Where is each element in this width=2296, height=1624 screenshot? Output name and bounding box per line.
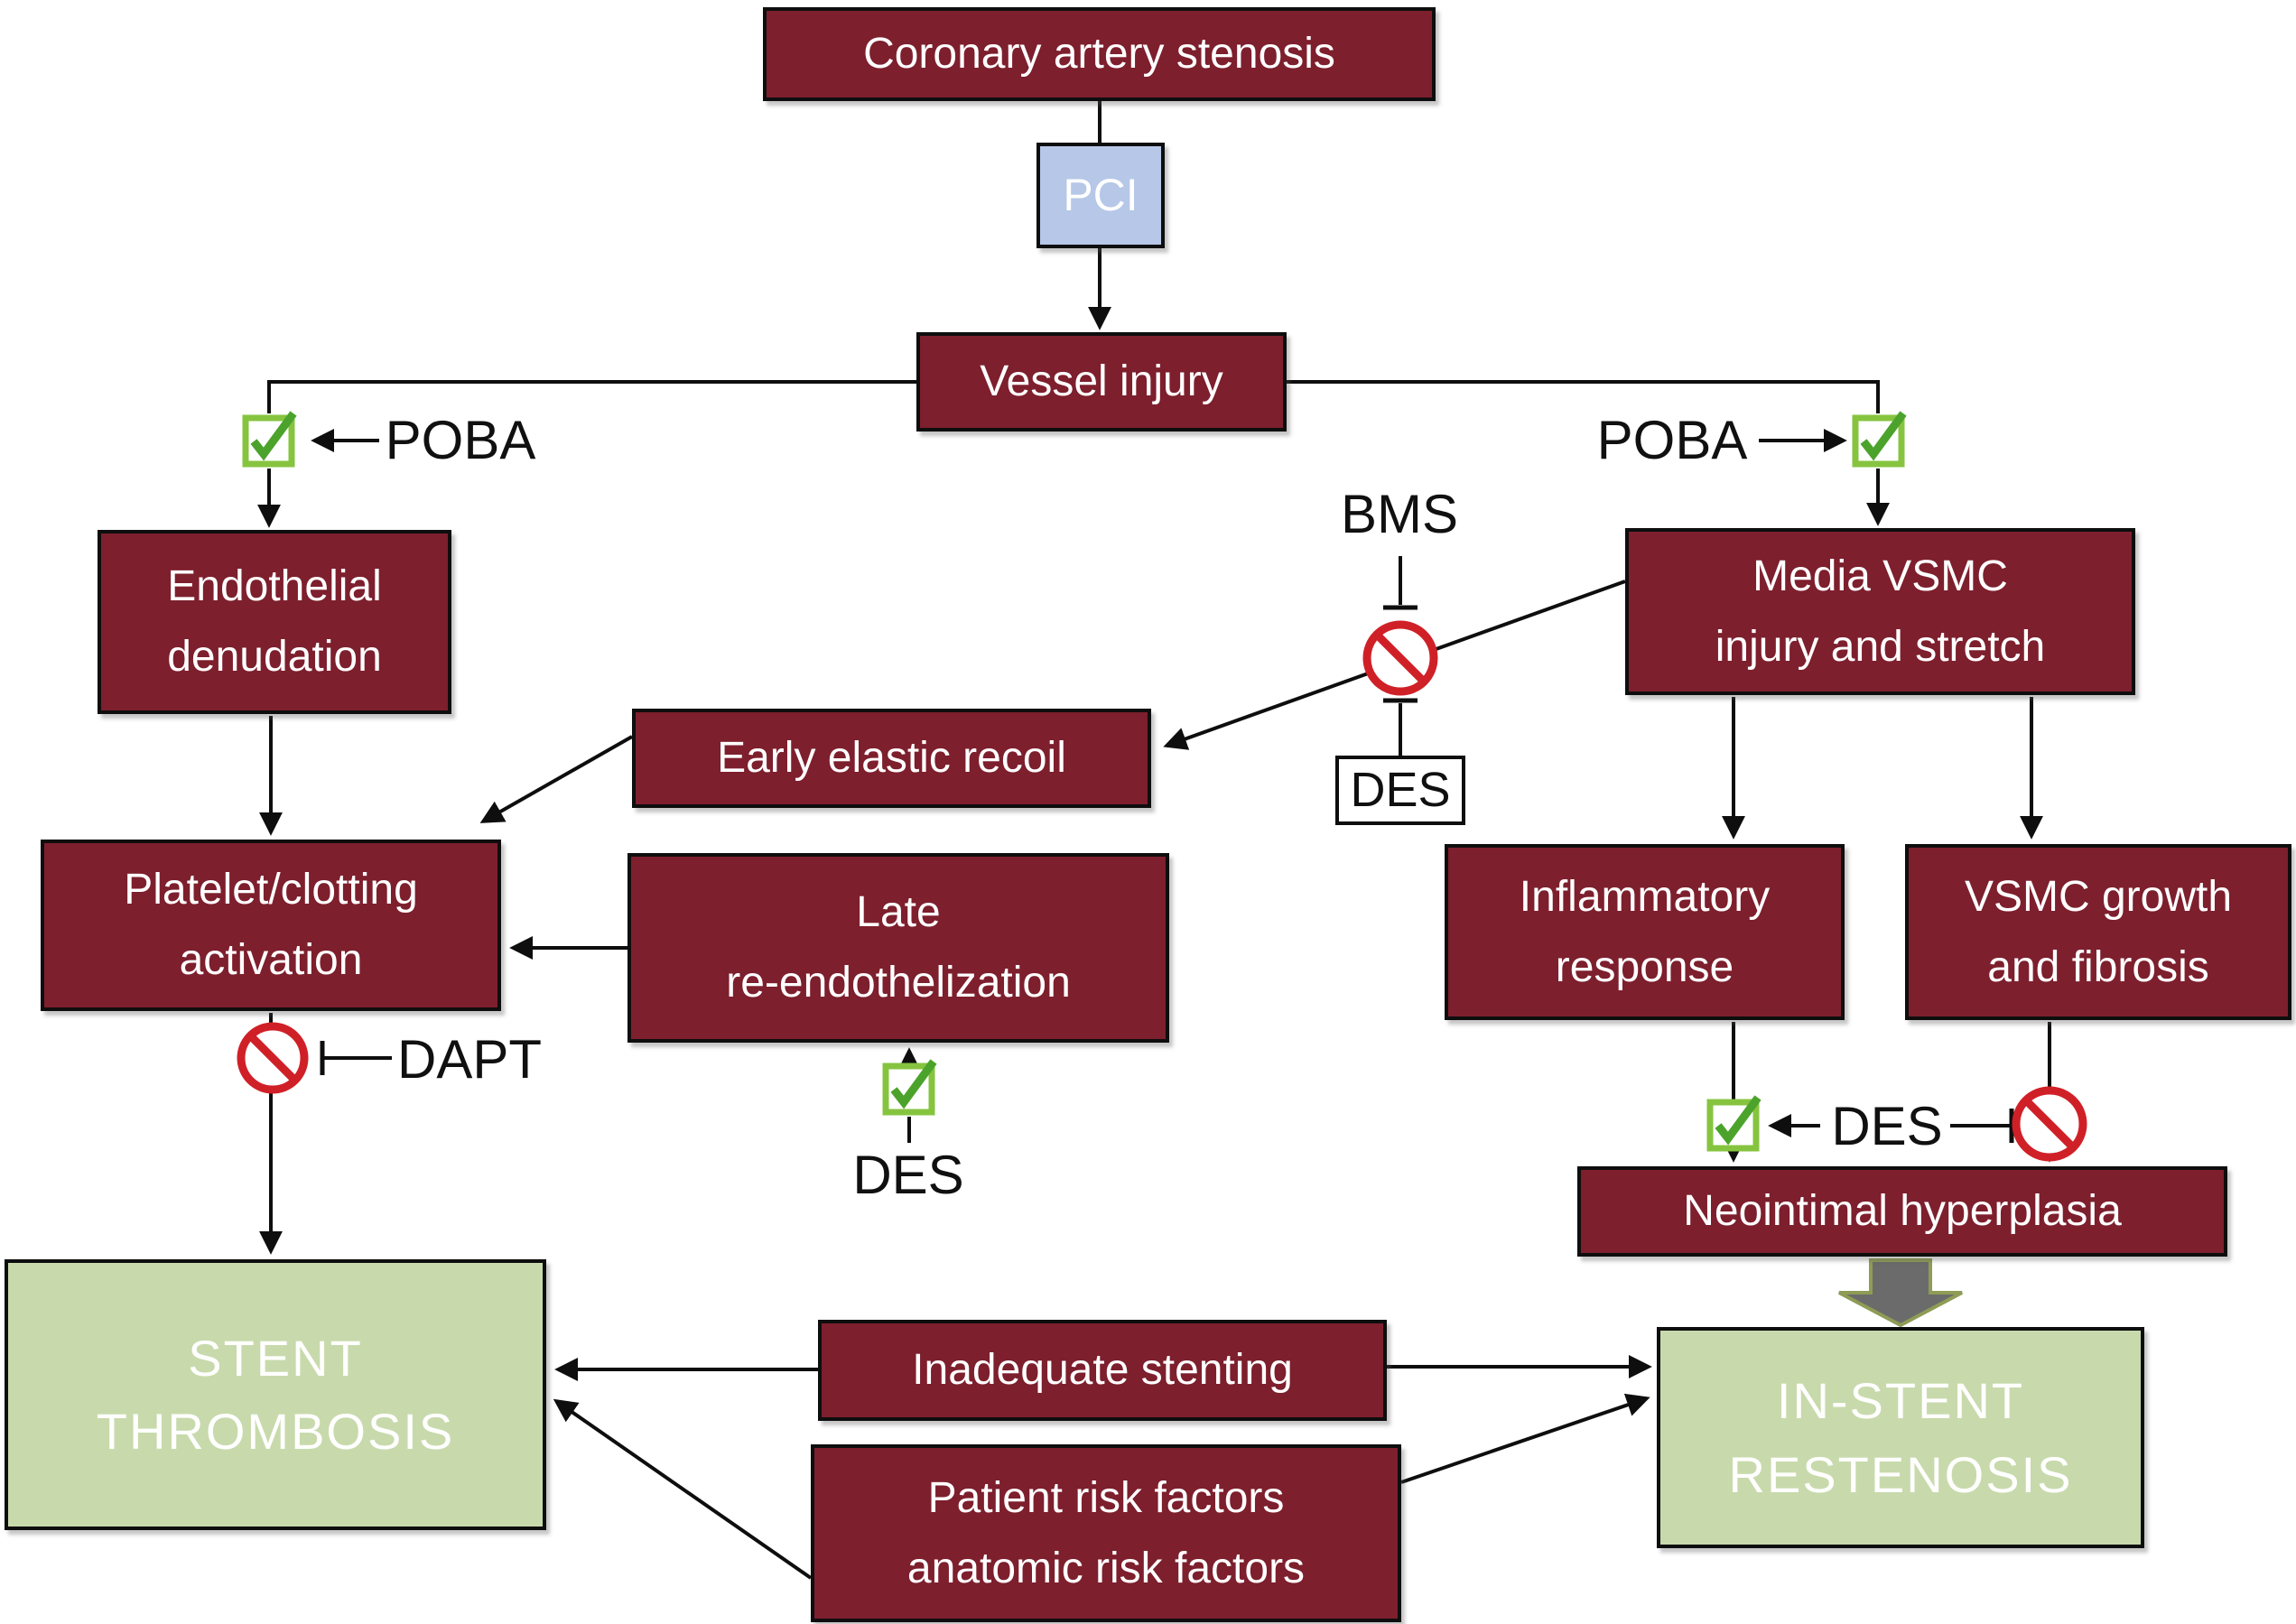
large-down-arrow-icon: [1838, 1258, 1963, 1328]
label-bms: BMS: [1340, 484, 1459, 544]
label-poba-left: POBA: [385, 410, 536, 470]
node-media-vsmc-injury: Media VSMC injury and stretch: [1625, 528, 2135, 695]
node-vessel-injury: Vessel injury: [916, 332, 1287, 432]
label-des-bottom: DES: [852, 1145, 964, 1205]
checkbox-checked-poba-left-icon: [242, 411, 297, 468]
node-in-stent-restenosis: IN-STENT RESTENOSIS: [1657, 1327, 2144, 1548]
node-stent-thrombosis: STENT THROMBOSIS: [5, 1259, 546, 1530]
node-pci: PCI: [1036, 143, 1165, 248]
edge-patient-risk-to-restenosis: [1400, 1393, 1650, 1484]
label-des-right: DES: [1831, 1096, 1943, 1156]
prohibition-dapt-icon: [237, 1022, 309, 1094]
node-late-re-endothelization: Late re-endothelization: [627, 853, 1169, 1043]
label-poba-right: POBA: [1596, 410, 1748, 470]
node-vsmc-growth-fibrosis: VSMC growth and fibrosis: [1905, 844, 2291, 1020]
node-patient-risk-factors: Patient risk factors anatomic risk facto…: [811, 1444, 1401, 1622]
prohibition-vsmc-icon: [2012, 1086, 2087, 1162]
checkbox-checked-des-late-icon: [882, 1059, 937, 1116]
checkbox-checked-des-inflammatory-icon: [1706, 1095, 1762, 1152]
node-platelet-clotting-activation: Platelet/clotting activation: [41, 840, 501, 1011]
label-dapt: DAPT: [397, 1029, 543, 1090]
edge-recoil-to-platelet: [479, 735, 633, 823]
node-neointimal-hyperplasia: Neointimal hyperplasia: [1577, 1166, 2227, 1257]
node-inadequate-stenting: Inadequate stenting: [818, 1320, 1387, 1421]
edge-vessel-to-right-checkbox: [1287, 380, 1880, 413]
node-coronary-artery-stenosis: Coronary artery stenosis: [763, 7, 1436, 101]
edge-patient-risk-to-stent-thrombosis: [553, 1398, 813, 1580]
prohibition-bms-des-icon: [1362, 620, 1438, 696]
label-des-mid-box: DES: [1335, 756, 1465, 825]
checkbox-checked-poba-right-icon: [1852, 411, 1907, 468]
node-endothelial-denudation: Endothelial denudation: [98, 530, 451, 714]
edge-vessel-to-left-checkbox: [267, 380, 916, 413]
node-inflammatory-response: Inflammatory response: [1445, 844, 1845, 1020]
node-early-elastic-recoil: Early elastic recoil: [632, 709, 1151, 808]
